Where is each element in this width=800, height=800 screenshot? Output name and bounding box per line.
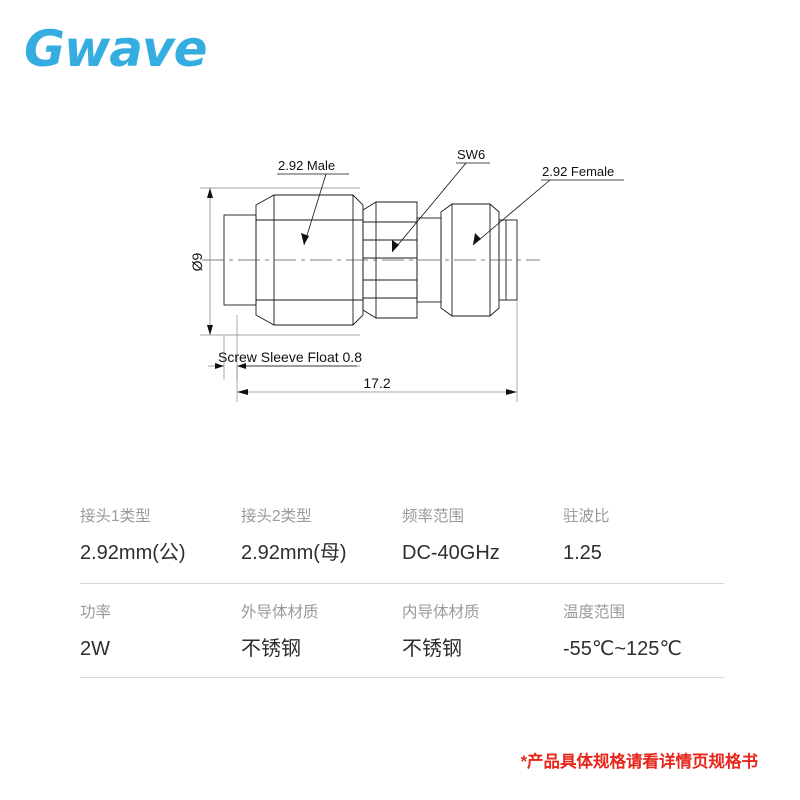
callout-arrow-sw6	[392, 240, 399, 252]
callout-arrow-male	[301, 233, 309, 245]
footer-disclaimer: *产品具体规格请看详情页规格书	[520, 753, 758, 771]
callout-leader-sw6	[391, 162, 467, 253]
callout-label-female: 2.92 Female	[542, 164, 614, 179]
brand-logo: Gwave	[24, 22, 254, 80]
diameter-arrow-top	[207, 188, 213, 198]
callout-label-male: 2.92 Male	[278, 158, 335, 173]
float-arrow-right	[237, 363, 246, 369]
spec-label: 温度范围	[563, 604, 626, 621]
spec-value: 不锈钢	[402, 637, 462, 660]
diameter-dimension-label: Ø9	[189, 252, 205, 271]
male-hex-body	[255, 194, 364, 326]
length-arrow-left	[237, 389, 248, 395]
spec-cell-frequency-range: 频率范围 DC-40GHz	[402, 488, 563, 583]
float-arrow-left	[215, 363, 224, 369]
spec-label: 外导体材质	[241, 604, 319, 621]
spec-cell-inner-conductor-material: 内导体材质 不锈钢	[402, 584, 563, 677]
spec-cell-vswr: 驻波比 1.25	[563, 488, 724, 583]
callout-arrow-female	[473, 233, 481, 245]
spec-label: 功率	[80, 604, 112, 621]
spec-cell-connector1-type: 接头1类型 2.92mm(公)	[80, 488, 241, 583]
diameter-arrow-bottom	[207, 325, 213, 335]
spec-value: -55℃~125℃	[563, 637, 682, 660]
product-technical-drawing: Ø9 Screw Sleeve Float 0.8 17.2 2.92 Male	[180, 140, 630, 440]
table-row: 功率 2W 外导体材质 不锈钢 内导体材质 不锈钢 温度范围 -55℃~125℃	[80, 583, 724, 678]
length-arrow-right	[506, 389, 517, 395]
spec-value: 2.92mm(母)	[241, 541, 347, 564]
spec-label: 接头2类型	[241, 508, 312, 525]
specification-table: 接头1类型 2.92mm(公) 接头2类型 2.92mm(母) 频率范围 DC-…	[80, 488, 724, 678]
spec-cell-power: 功率 2W	[80, 584, 241, 677]
callout-leader-female	[472, 179, 551, 246]
spec-label: 驻波比	[563, 508, 610, 525]
spec-cell-outer-conductor-material: 外导体材质 不锈钢	[241, 584, 402, 677]
spec-label: 接头1类型	[80, 508, 151, 525]
spec-value: 不锈钢	[241, 637, 301, 660]
callout-leader-male	[303, 173, 327, 246]
spec-label: 频率范围	[402, 508, 465, 525]
callout-label-sw6: SW6	[457, 147, 485, 162]
spec-cell-connector2-type: 接头2类型 2.92mm(母)	[241, 488, 402, 583]
spec-value: DC-40GHz	[402, 541, 500, 564]
female-barrel-body	[440, 203, 500, 317]
brand-logo-text: Gwave	[24, 22, 206, 78]
spec-label: 内导体材质	[402, 604, 480, 621]
float-dimension-label: Screw Sleeve Float 0.8	[218, 349, 362, 365]
spec-cell-temperature-range: 温度范围 -55℃~125℃	[563, 584, 724, 677]
table-row: 接头1类型 2.92mm(公) 接头2类型 2.92mm(母) 频率范围 DC-…	[80, 488, 724, 583]
spec-value: 2W	[80, 637, 110, 660]
spec-value: 2.92mm(公)	[80, 541, 186, 564]
length-dimension-label: 17.2	[363, 375, 390, 391]
spec-value: 1.25	[563, 541, 602, 564]
